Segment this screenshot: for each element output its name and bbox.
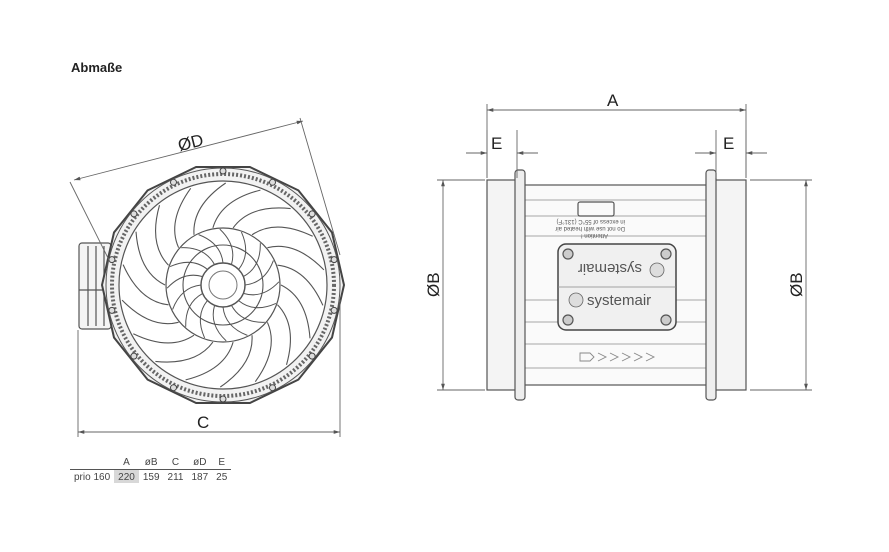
hub-vane	[219, 228, 234, 265]
bolt	[170, 384, 177, 392]
table-cell-e: 25	[212, 469, 232, 483]
fan-side-view	[486, 169, 747, 401]
bolt	[330, 256, 338, 264]
hub-vane	[185, 292, 203, 327]
table-cell-c: 211	[163, 469, 188, 483]
impeller-blade	[155, 341, 214, 363]
hub-vane	[212, 305, 227, 342]
warning-line-3: in excess of 55°C (131°F)	[557, 218, 626, 224]
impeller-blade	[135, 231, 166, 286]
label-b-right: ØB	[787, 272, 806, 297]
table-cell-a: 220	[114, 469, 139, 483]
warning-text: Attention ! Do not use with heated air i…	[555, 218, 625, 238]
bolt	[108, 306, 116, 314]
hub-vane	[199, 300, 208, 339]
hub-vane	[172, 284, 202, 310]
bolt	[219, 167, 227, 175]
impeller-blade	[280, 284, 311, 339]
table-cell-d: 187	[187, 469, 213, 483]
table-header: øB	[144, 457, 158, 468]
dimension-e-left	[466, 130, 538, 178]
bolt	[269, 384, 276, 392]
table-header-row: A øB C øD E	[70, 457, 231, 470]
impeller-blades	[121, 182, 325, 388]
impeller-blade	[254, 322, 272, 383]
junction-box	[78, 242, 112, 330]
hub-vane	[230, 305, 265, 323]
label-c: C	[197, 413, 209, 432]
impeller-blade	[212, 189, 261, 229]
label-e-right: E	[723, 134, 734, 153]
label-e-left: E	[491, 134, 502, 153]
dimension-b-right	[750, 179, 812, 391]
impeller-blade	[267, 245, 325, 271]
hub-vane	[198, 234, 224, 264]
impeller-blade	[185, 341, 234, 381]
dimension-d	[69, 117, 341, 263]
impeller-blade	[121, 299, 179, 325]
hub-vane	[166, 274, 203, 289]
impeller-blade	[277, 264, 324, 306]
hub-vane	[243, 243, 261, 278]
hub-vanes	[166, 228, 280, 342]
table-header	[70, 457, 114, 470]
brand-label: systemair	[587, 292, 651, 309]
warning-line-1: Attention !	[581, 232, 608, 238]
hub-vane	[243, 281, 280, 296]
hub-vane	[244, 260, 274, 286]
label-b-left: ØB	[424, 272, 443, 297]
airflow-arrows-icon	[579, 352, 656, 362]
impeller-blade	[133, 333, 195, 344]
table-header: E	[218, 457, 226, 468]
impeller-blade	[122, 264, 169, 306]
hub-vane	[238, 300, 277, 309]
table-cell-model: prio 160	[70, 469, 115, 483]
bolt	[269, 178, 276, 186]
fan-front-view	[78, 166, 346, 404]
bolt	[170, 178, 177, 186]
impeller-blade	[174, 187, 192, 248]
impeller-blade	[155, 205, 169, 266]
bolt	[330, 306, 338, 314]
impeller-blade	[193, 182, 227, 235]
bolt	[308, 210, 316, 218]
table-header: C	[171, 457, 180, 468]
hub-vane	[238, 231, 247, 270]
brand-label-upside-down: systemair	[578, 260, 642, 277]
warning-line-2: Do not use with heated air	[555, 225, 625, 231]
bolt	[130, 352, 138, 360]
impeller-blade	[251, 226, 313, 237]
impeller-blade	[232, 207, 291, 229]
hub-vane	[181, 247, 216, 265]
bolt	[130, 210, 138, 218]
table-row: prio 160 220 159 211 187 25	[70, 469, 232, 483]
label-diameter-d: ØD	[176, 131, 205, 156]
hub-vane	[169, 261, 208, 270]
dimension-a	[486, 104, 747, 178]
dimension-c	[77, 300, 341, 437]
dimension-b-left	[437, 179, 485, 391]
table-cell-b: 159	[138, 469, 164, 483]
systemair-logo-icon	[568, 262, 665, 308]
table-header: A	[123, 457, 130, 468]
label-a: A	[607, 91, 619, 110]
dimension-e-right	[695, 130, 767, 178]
hub-vane	[222, 306, 248, 336]
impeller-blade	[219, 335, 253, 388]
page-title: Abmaße	[71, 60, 123, 75]
bolt	[219, 395, 227, 403]
table-header: øD	[193, 457, 207, 468]
dimension-table: A øB C øD E prio 160 220 159 211 187 25	[70, 457, 232, 483]
impeller-blade	[277, 304, 291, 365]
bolt	[308, 352, 316, 360]
